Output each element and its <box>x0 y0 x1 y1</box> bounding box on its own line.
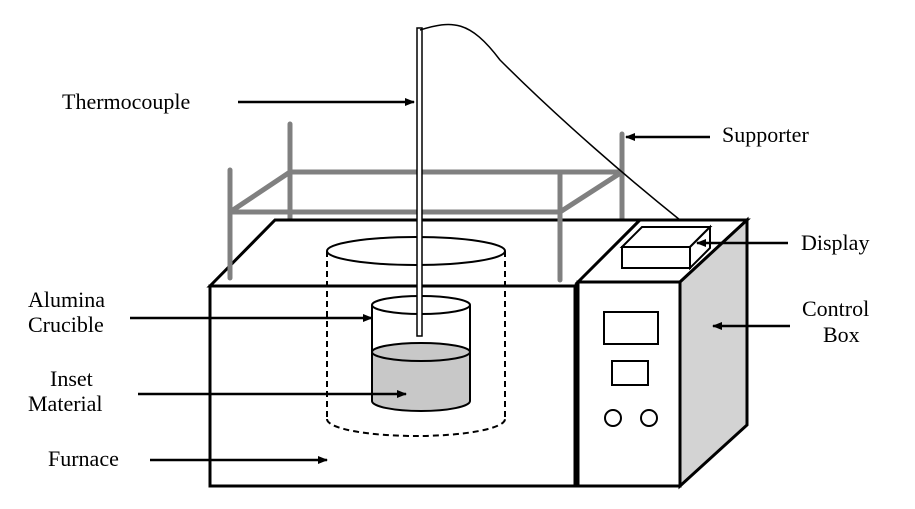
control-screen <box>603 311 659 345</box>
supporter-frame <box>227 121 625 283</box>
label-control-line2: Box <box>823 322 860 347</box>
label-supporter: Supporter <box>722 122 809 147</box>
furnace-top <box>206 218 644 288</box>
label-inset-line1: Inset <box>50 366 93 391</box>
label-furnace: Furnace <box>48 446 119 471</box>
supporter-front-legs <box>227 209 563 283</box>
callout-arrows <box>130 98 790 464</box>
control-knob-right <box>640 409 658 427</box>
inset-material <box>372 352 470 411</box>
labels: Thermocouple Supporter Display Alumina C… <box>28 89 869 471</box>
label-alumina-line1: Alumina <box>28 287 105 312</box>
label-inset-line2: Material <box>28 391 103 416</box>
display-unit <box>619 224 713 271</box>
thermocouple-wire <box>419 23 681 221</box>
thermocouple-rod <box>416 27 423 337</box>
label-thermocouple: Thermocouple <box>62 89 190 114</box>
control-panel <box>603 311 659 427</box>
label-control-line1: Control <box>802 296 869 321</box>
label-alumina-line2: Crucible <box>28 312 104 337</box>
control-knob-left <box>604 409 622 427</box>
furnace-chamber <box>326 236 506 437</box>
label-display: Display <box>801 230 869 255</box>
control-readout <box>611 360 649 386</box>
